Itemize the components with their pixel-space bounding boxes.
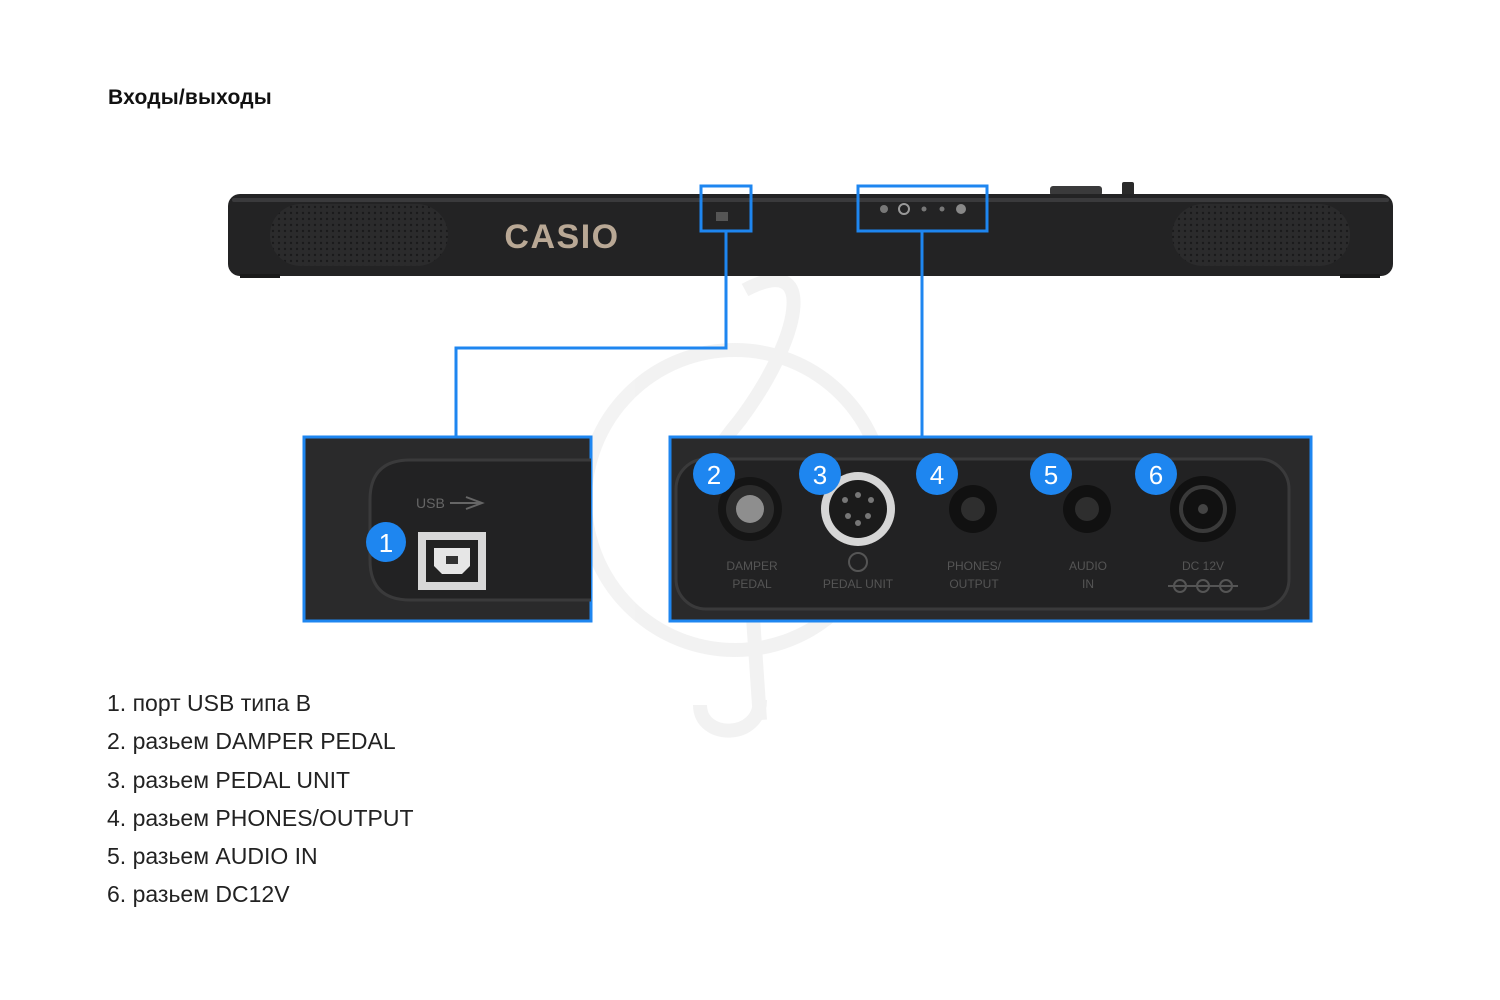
dc-12v-jack xyxy=(1168,476,1238,593)
piano-rear-body: CASIO xyxy=(228,182,1393,278)
callout-2-badge xyxy=(693,453,735,495)
pedal-unit-din-port xyxy=(821,472,895,572)
usb-symbol-icon xyxy=(450,496,485,510)
casio-logo: CASIO xyxy=(504,218,619,256)
callout-6-badge xyxy=(1135,453,1177,495)
jack-label-pedal-unit: PEDAL UNIT xyxy=(823,577,894,591)
svg-text:4: 4 xyxy=(930,460,944,490)
usb-connector-line xyxy=(454,231,728,437)
phones-output-jack xyxy=(949,485,997,533)
callout-1-badge xyxy=(366,522,406,562)
damper-pedal-jack xyxy=(718,477,782,541)
callout-3-badge xyxy=(799,453,841,495)
svg-text:1: 1 xyxy=(379,528,393,558)
svg-text:2: 2 xyxy=(707,460,721,490)
jack-label-dc: DC 12V xyxy=(1182,559,1224,573)
usb-port-small xyxy=(716,212,728,221)
jack-label-damper-line2: PEDAL xyxy=(732,577,772,591)
legend-item: 6. разьем DC12V xyxy=(107,881,290,908)
legend-item: 1. порт USB типа B xyxy=(107,690,312,716)
svg-text:6: 6 xyxy=(1149,460,1163,490)
callout-5-badge xyxy=(1030,453,1072,495)
legend-item: 4. разьем PHONES/OUTPUT xyxy=(107,804,414,831)
usb-label: USB xyxy=(416,495,445,511)
section-heading: Входы/выходы xyxy=(108,86,272,109)
connector-legend-list: 1. порт USB типа B 2. разьем DAMPER PEDA… xyxy=(107,684,414,914)
jack-label-audio-line2: IN xyxy=(1082,577,1094,591)
usb-panel: USB 1 xyxy=(302,435,593,623)
svg-text:3: 3 xyxy=(813,460,827,490)
right-speaker-grille xyxy=(1172,204,1350,266)
audio-in-jack xyxy=(1063,485,1111,533)
jack-label-phones-line2: OUTPUT xyxy=(949,577,999,591)
left-speaker-grille xyxy=(270,204,448,266)
callout-4-badge xyxy=(916,453,958,495)
legend-item: 3. разьем PEDAL UNIT xyxy=(107,766,351,793)
legend-item: 2. разьем DAMPER PEDAL xyxy=(107,728,396,755)
jack-label-audio-line1: AUDIO xyxy=(1069,559,1107,573)
legend-item: 5. разьем AUDIO IN xyxy=(107,843,318,870)
svg-text:5: 5 xyxy=(1044,460,1058,490)
jack-label-phones-line1: PHONES/ xyxy=(947,559,1002,573)
jack-label-damper-line1: DAMPER xyxy=(726,559,778,573)
jack-panel: DAMPER PEDAL PEDAL UNIT PHONES/ OUTPUT A… xyxy=(668,435,1313,623)
